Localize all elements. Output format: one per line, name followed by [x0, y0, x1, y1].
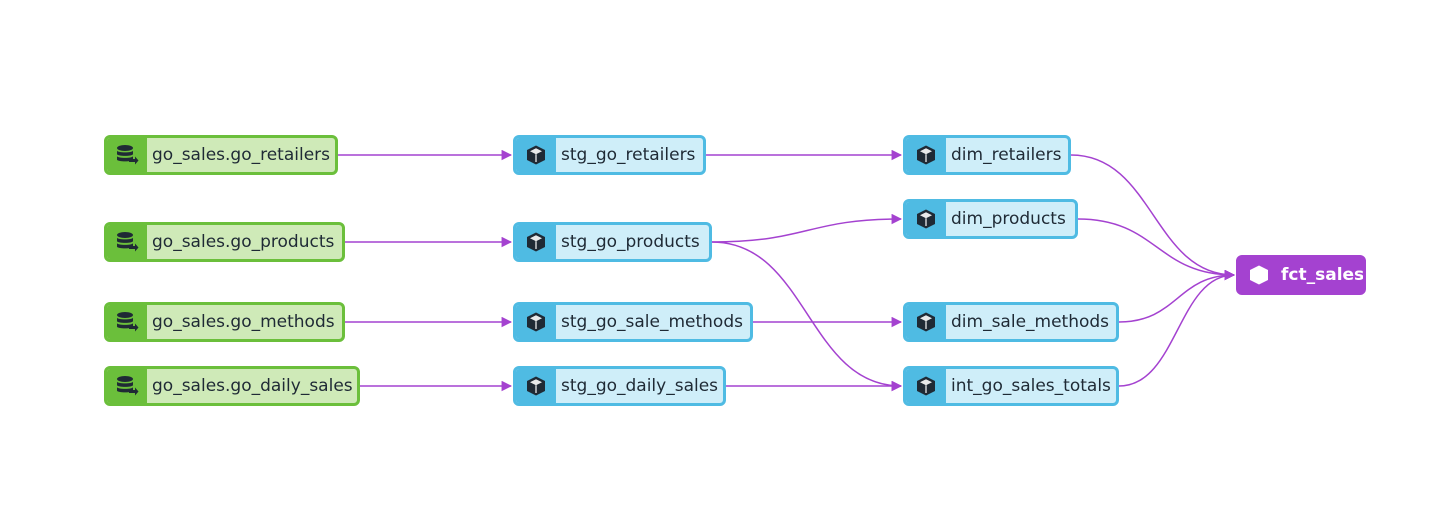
node-dim-sale-methods[interactable]: dim_sale_methods — [903, 302, 1119, 342]
cube-icon — [516, 369, 556, 403]
node-label: stg_go_daily_sales — [561, 376, 719, 396]
database-icon — [107, 305, 147, 339]
node-label: stg_go_sale_methods — [561, 312, 743, 332]
node-stg-go-daily-sales[interactable]: stg_go_daily_sales — [513, 366, 726, 406]
edge-dim_retailers-to-fct_sales — [1070, 154, 1236, 281]
node-label: int_go_sales_totals — [951, 376, 1111, 396]
node-label: stg_go_products — [561, 232, 700, 252]
database-icon — [107, 138, 147, 172]
node-label: stg_go_retailers — [561, 145, 696, 165]
node-dim-products[interactable]: dim_products — [903, 199, 1078, 239]
cube-icon — [516, 305, 556, 339]
node-label: go_sales.go_retailers — [152, 145, 331, 165]
edge-dim_sale_methods-to-fct_sales — [1118, 269, 1236, 323]
cube-icon — [516, 138, 556, 172]
database-icon — [107, 225, 147, 259]
node-dim-retailers[interactable]: dim_retailers — [903, 135, 1071, 175]
edge-int_sales_totals-to-fct_sales — [1118, 269, 1236, 387]
cube-icon — [906, 202, 946, 236]
cube-icon — [516, 225, 556, 259]
node-label: dim_products — [951, 209, 1066, 229]
node-label: fct_sales — [1281, 265, 1365, 285]
node-go-sales-go-retailers[interactable]: go_sales.go_retailers — [104, 135, 338, 175]
node-go-sales-go-daily-sales[interactable]: go_sales.go_daily_sales — [104, 366, 360, 406]
node-go-sales-go-products[interactable]: go_sales.go_products — [104, 222, 345, 262]
cube-icon — [906, 369, 946, 403]
database-icon — [107, 369, 147, 403]
node-fct-sales[interactable]: fct_sales — [1236, 255, 1366, 295]
node-label: dim_retailers — [951, 145, 1062, 165]
cube-icon — [906, 305, 946, 339]
node-go-sales-go-methods[interactable]: go_sales.go_methods — [104, 302, 345, 342]
node-stg-go-retailers[interactable]: stg_go_retailers — [513, 135, 706, 175]
node-stg-go-products[interactable]: stg_go_products — [513, 222, 712, 262]
edge-stg_products-to-dim_products — [711, 213, 903, 243]
node-label: go_sales.go_products — [152, 232, 335, 252]
cube-icon — [906, 138, 946, 172]
cube-icon — [1239, 258, 1279, 292]
edge-dim_products-to-fct_sales — [1077, 218, 1236, 281]
node-stg-go-sale-methods[interactable]: stg_go_sale_methods — [513, 302, 753, 342]
node-label: go_sales.go_daily_sales — [152, 376, 353, 396]
node-label: go_sales.go_methods — [152, 312, 335, 332]
node-int-go-sales-totals[interactable]: int_go_sales_totals — [903, 366, 1119, 406]
node-label: dim_sale_methods — [951, 312, 1110, 332]
